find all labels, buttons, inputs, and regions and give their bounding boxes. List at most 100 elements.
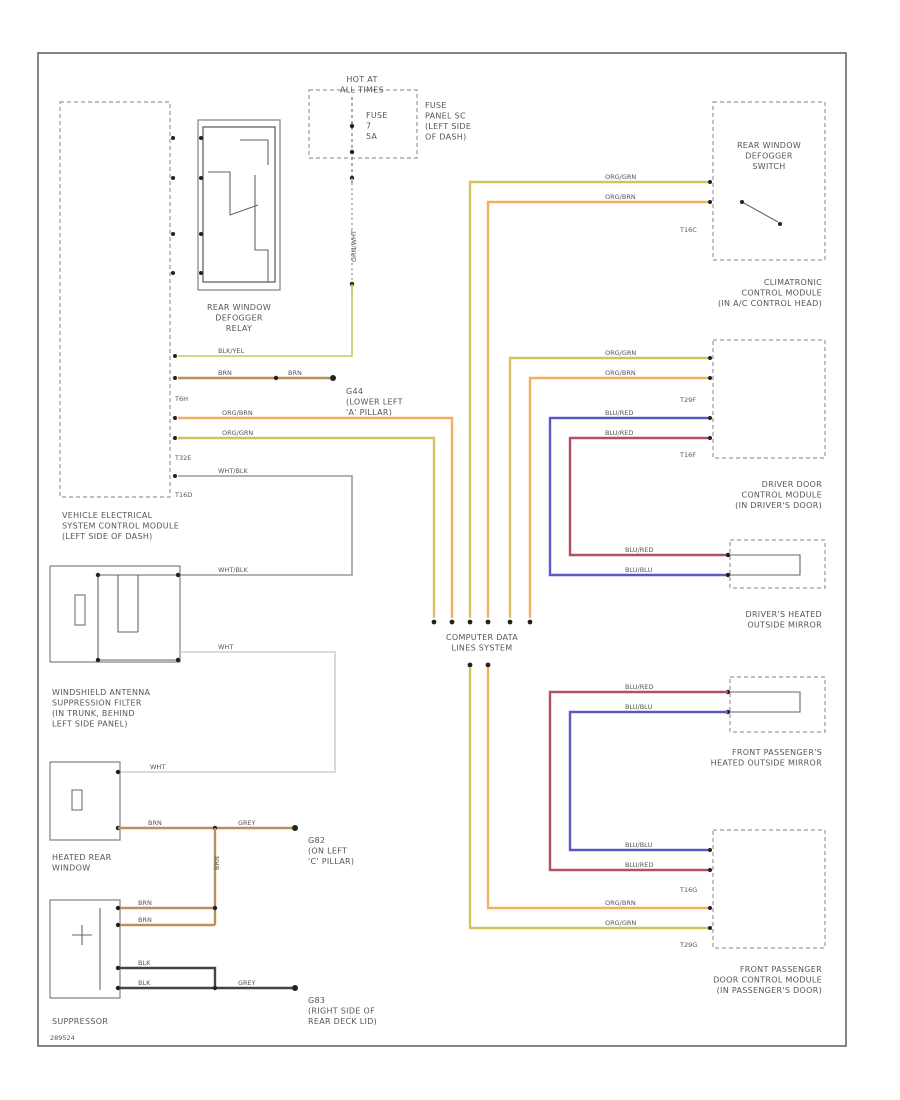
antenna-dot-1 — [175, 572, 181, 578]
fuse-panel-label-line: FUSE — [425, 101, 447, 110]
pass-door-module-label-line: (IN PASSENGER'S DOOR) — [717, 986, 822, 995]
driver-door-module-label-line: (IN DRIVER'S DOOR) — [735, 501, 822, 510]
wire-blured-pass-b — [568, 710, 728, 852]
vesm-label-line: VEHICLE ELECTRICAL — [62, 511, 153, 520]
diagram-frame — [37, 52, 847, 1047]
switch-pivot-2 — [778, 222, 782, 226]
wire-label-grey-2: GREY — [238, 979, 256, 987]
pass-door-module-box — [712, 829, 826, 949]
relay-pins — [171, 136, 203, 275]
wire-label-wht-1: WHT — [218, 643, 233, 651]
antenna-filter-label-line: LEFT SIDE PANEL) — [52, 720, 128, 729]
fuse-label-line: 5A — [366, 132, 377, 141]
heated-rear-window-label-line: HEATED REAR — [52, 853, 112, 862]
pass-door-module-label-line: DOOR CONTROL MODULE — [713, 976, 822, 985]
wire-label-orgrn-vesm: ORG/GRN — [222, 429, 253, 437]
driver-mirror-dot-1 — [725, 552, 731, 558]
switch-pivot-1 — [740, 200, 744, 204]
suppressor-label: SUPPRESSOR — [52, 1017, 108, 1026]
defogger-switch-label-line: DEFOGGER — [745, 152, 793, 161]
relay-coil — [240, 139, 269, 282]
ground-g82-label-line: 'C' PILLAR) — [308, 857, 354, 866]
wire-label-blublu-1: BLU/BLU — [625, 566, 652, 574]
suppressor-box — [49, 899, 121, 999]
wire-orbrn-vesm — [178, 416, 454, 618]
wire-label-brn-5: BRN — [138, 899, 152, 907]
antenna-dot-2 — [175, 657, 181, 663]
wire-label-orgrn-driver: ORG/GRN — [605, 349, 636, 357]
climatronic-label-line: CLIMATRONIC — [764, 278, 822, 287]
diagram-id: 289524 — [50, 1034, 75, 1042]
vesm-label-line: SYSTEM CONTROL MODULE — [62, 522, 179, 531]
connector-t16c: T16C — [679, 226, 697, 234]
gateway-pins-bottom — [467, 662, 491, 668]
hot-at-all-times-label-line: HOT AT — [346, 75, 377, 84]
wire-label-blublu-3: BLU/BLU — [625, 841, 652, 849]
relay-contact — [208, 171, 259, 216]
wire-label-whtblk-2: WHT/BLK — [218, 566, 249, 574]
ground-g82-label: G82(ON LEFT'C' PILLAR) — [308, 836, 354, 866]
rear-window-dot-1 — [115, 769, 121, 775]
ground-g44-dot — [330, 375, 336, 381]
defogger-switch-label-line: REAR WINDOW — [737, 141, 801, 150]
defogger-switch-label-line: SWITCH — [752, 162, 785, 171]
connector-t16f: T16F — [679, 451, 696, 459]
gateway-label-line: COMPUTER DATA — [446, 633, 518, 642]
driver-door-module-box — [712, 339, 826, 459]
hot-at-all-times-label-line: ALL TIMES — [340, 86, 384, 95]
wire-label-orbrn-pass: ORG/BRN — [605, 899, 636, 907]
wire-label-wht-2: WHT — [150, 763, 165, 771]
connector-t16d: T16D — [174, 491, 192, 499]
connector-t16g: T16G — [679, 886, 697, 894]
antenna-filter-box — [49, 565, 181, 663]
relay-label-line: REAR WINDOW — [207, 303, 271, 312]
wire-orgrn-driver — [508, 356, 710, 618]
wire-label-orgrn-pass: ORG/GRN — [605, 919, 636, 927]
wire-label-brn-6: BRN — [138, 916, 152, 924]
wire-label-blublu-2: BLU/BLU — [625, 703, 652, 711]
fuse-label-line: 7 — [366, 122, 371, 131]
ground-g82-label-line: (ON LEFT — [308, 847, 347, 856]
antenna-filter-label-line: (IN TRUNK, BEHIND — [52, 709, 135, 718]
pass-mirror-box — [729, 676, 826, 733]
wire-label-blk-1: BLK — [138, 959, 151, 967]
fuse-panel-label-line: PANEL SC — [425, 112, 466, 121]
wire-label-whtblk-1: WHT/BLK — [218, 467, 249, 475]
defogger-relay-inner — [202, 126, 276, 283]
rear-window-element — [71, 789, 83, 811]
splice-brn — [273, 375, 279, 381]
switch-symbol — [741, 201, 779, 223]
wire-orgrn-clim — [468, 180, 710, 618]
antenna-dot-3 — [95, 572, 101, 578]
hot-at-all-times-label: HOT AT ALL TIMES — [340, 75, 384, 95]
wire-label-blkyel: BLK/YEL — [218, 347, 245, 355]
wire-label-grnwht: GRN/WHT — [350, 230, 358, 262]
suppressor-dots — [115, 905, 298, 991]
wire-blk-supp — [118, 966, 292, 990]
heated-rear-window-label-line: WINDOW — [52, 864, 90, 873]
antenna-filter-symbol — [97, 574, 178, 661]
defogger-relay-box — [197, 119, 281, 291]
driver-mirror-element — [730, 554, 801, 576]
fuse-pin-bottom — [349, 149, 355, 155]
fuse-panel-label-line: OF DASH) — [425, 133, 467, 142]
climatronic-box — [712, 101, 826, 261]
wire-label-brn-4: BRN — [213, 856, 221, 870]
connector-t29g: T29G — [679, 941, 697, 949]
wire-brn-supp — [118, 906, 215, 927]
wire-label-orgrn-clim: ORG/GRN — [605, 173, 636, 181]
pass-door-module-label-line: FRONT PASSENGER — [740, 965, 822, 974]
wire-label-brn-3: BRN — [148, 819, 162, 827]
wire-blkyel — [178, 284, 353, 357]
driver-door-module-label-line: DRIVER DOOR — [762, 480, 822, 489]
antenna-filter-label-line: SUPPRESSION FILTER — [52, 699, 142, 708]
wire-wht — [118, 651, 336, 773]
vesm-box — [59, 101, 171, 498]
wire-label-blured-4: BLU/RED — [625, 683, 653, 691]
